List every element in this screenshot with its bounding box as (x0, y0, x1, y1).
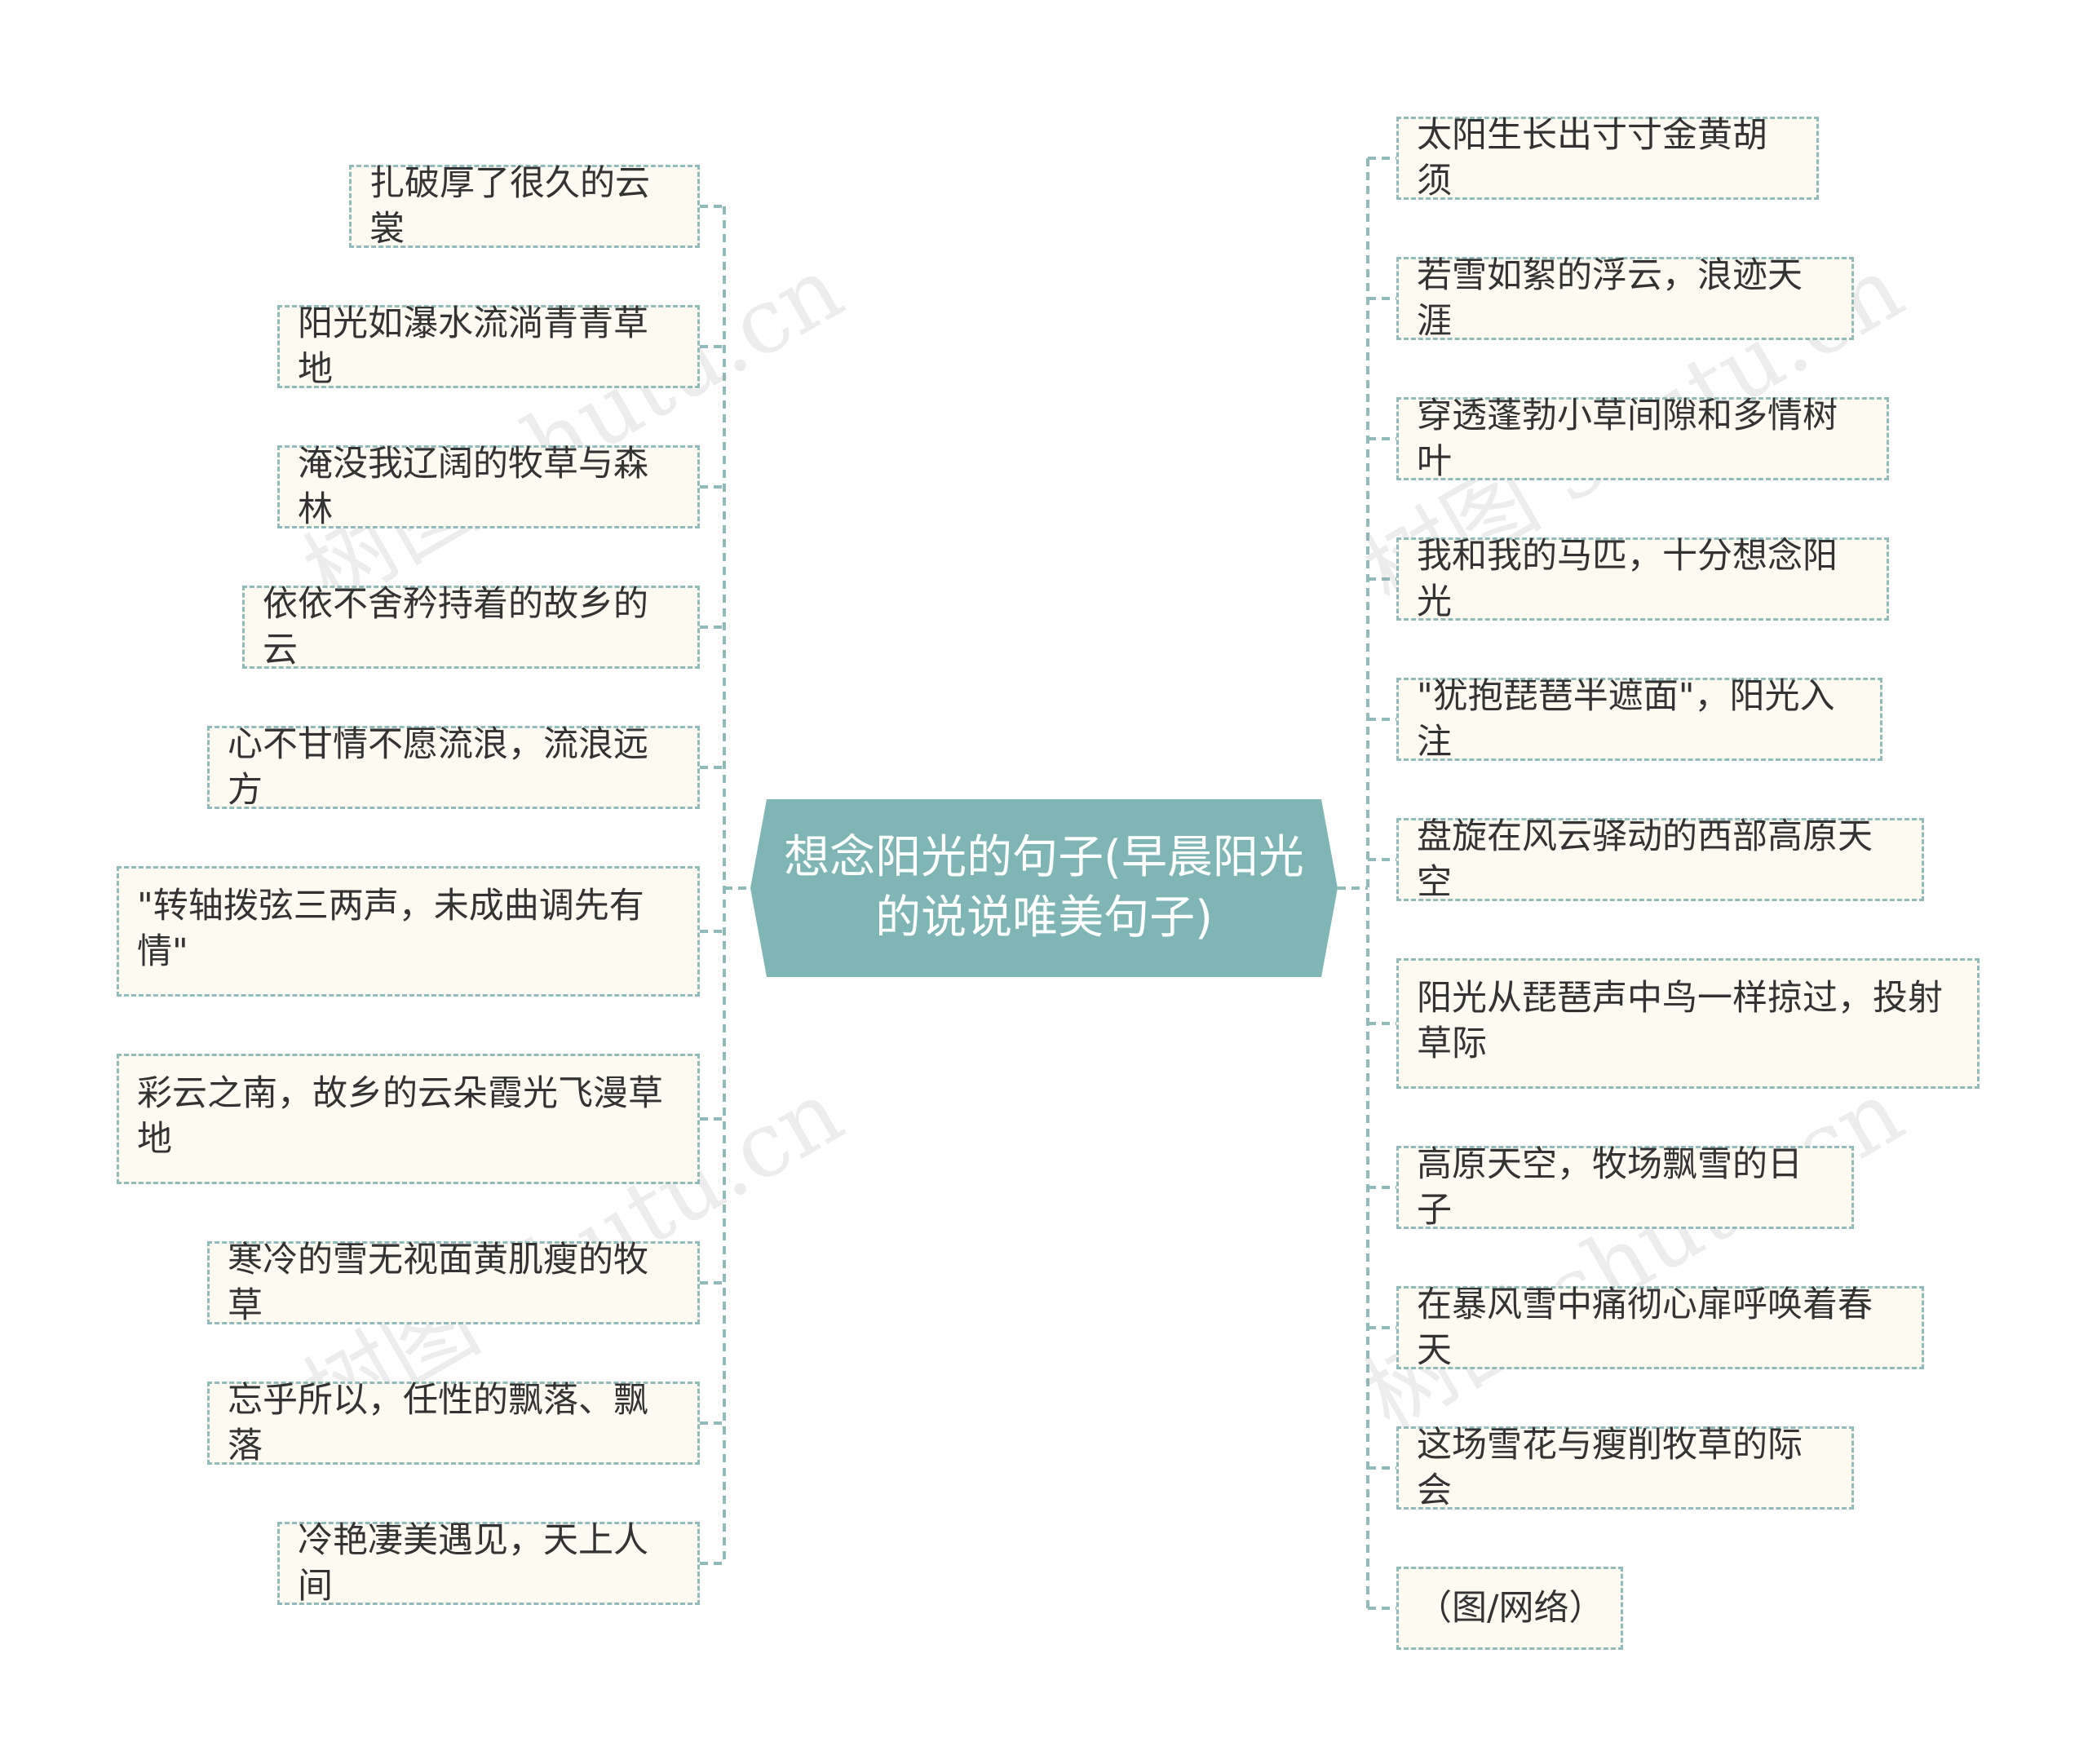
left-node[interactable]: 冷艳凄美遇见，天上人间 (277, 1520, 700, 1607)
right-node[interactable]: 若雪如絮的浮云，浪迹天涯 (1396, 255, 1854, 342)
right-node[interactable]: 我和我的马匹，十分想念阳光 (1396, 536, 1889, 622)
node-label: 盘旋在风云驿动的西部高原天空 (1417, 816, 1873, 903)
node-label: 在暴风雪中痛彻心扉呼唤着春天 (1417, 1284, 1873, 1371)
node-label: 冷艳凄美遇见，天上人间 (298, 1520, 648, 1607)
right-node[interactable]: 盘旋在风云驿动的西部高原天空 (1396, 816, 1924, 903)
right-node[interactable]: 在暴风雪中痛彻心扉呼唤着春天 (1396, 1284, 1924, 1371)
right-node[interactable]: "犹抱琵琶半遮面"，阳光入注 (1396, 676, 1882, 763)
node-label: 这场雪花与瘦削牧草的际会 (1417, 1425, 1803, 1511)
node-label: 阳光如瀑水流淌青青草地 (298, 303, 648, 390)
right-node[interactable]: 穿透蓬勃小草间隙和多情树叶 (1396, 396, 1889, 482)
node-label: 心不甘情不愿流浪，流浪远方 (228, 724, 648, 811)
right-node[interactable]: 太阳生长出寸寸金黄胡须 (1396, 115, 1819, 201)
central-topic-label: 想念阳光的句子(早晨阳光 的说说唯美句子) (784, 831, 1304, 944)
node-label: 依依不舍矜持着的故乡的云 (263, 584, 648, 670)
left-node[interactable]: 彩云之南，故乡的云朵霞光飞漫草地 (117, 1054, 700, 1184)
node-label: 高原天空，牧场飘雪的日子 (1417, 1144, 1803, 1231)
node-label: 忘乎所以，任性的飘落、飘落 (228, 1380, 648, 1466)
right-node[interactable]: 阳光从琵琶声中鸟一样掠过，投射草际 (1396, 958, 1980, 1089)
left-node[interactable]: 淹没我辽阔的牧草与森林 (277, 444, 700, 530)
left-node[interactable]: 阳光如瀑水流淌青青草地 (277, 303, 700, 390)
left-node[interactable]: 忘乎所以，任性的飘落、飘落 (207, 1380, 700, 1466)
node-label: 淹没我辽阔的牧草与森林 (298, 444, 648, 530)
node-label: 若雪如絮的浮云，浪迹天涯 (1417, 255, 1803, 342)
right-node[interactable]: 这场雪花与瘦削牧草的际会 (1396, 1425, 1854, 1511)
left-node[interactable]: 扎破厚了很久的云裳 (349, 163, 700, 250)
node-label: 穿透蓬勃小草间隙和多情树叶 (1417, 396, 1838, 482)
central-topic-shape (750, 799, 1338, 977)
left-node[interactable]: 心不甘情不愿流浪，流浪远方 (207, 724, 700, 811)
central-topic[interactable]: 想念阳光的句子(早晨阳光 的说说唯美句子) (750, 799, 1338, 977)
right-node[interactable]: 高原天空，牧场飘雪的日子 (1396, 1144, 1854, 1231)
node-label: "犹抱琵琶半遮面"，阳光入注 (1417, 676, 1835, 763)
left-node[interactable]: 寒冷的雪无视面黄肌瘦的牧草 (207, 1240, 700, 1326)
node-label: 我和我的马匹，十分想念阳光 (1417, 536, 1838, 622)
node-label: （图/网络） (1417, 1588, 1604, 1629)
left-node[interactable]: 依依不舍矜持着的故乡的云 (242, 584, 700, 670)
right-node[interactable]: （图/网络） (1396, 1567, 1623, 1650)
node-label: "转轴拨弦三两声，未成曲调先有情" (137, 886, 644, 972)
central-topic-hexagon (750, 799, 1338, 977)
node-label: 阳光从琵琶声中鸟一样掠过，投射草际 (1417, 978, 1943, 1064)
node-label: 彩云之南，故乡的云朵霞光飞漫草地 (137, 1073, 663, 1160)
node-label: 寒冷的雪无视面黄肌瘦的牧草 (228, 1240, 648, 1326)
node-label: 扎破厚了很久的云裳 (369, 163, 650, 250)
node-label: 太阳生长出寸寸金黄胡须 (1417, 115, 1767, 201)
left-node[interactable]: "转轴拨弦三两声，未成曲调先有情" (117, 866, 700, 997)
